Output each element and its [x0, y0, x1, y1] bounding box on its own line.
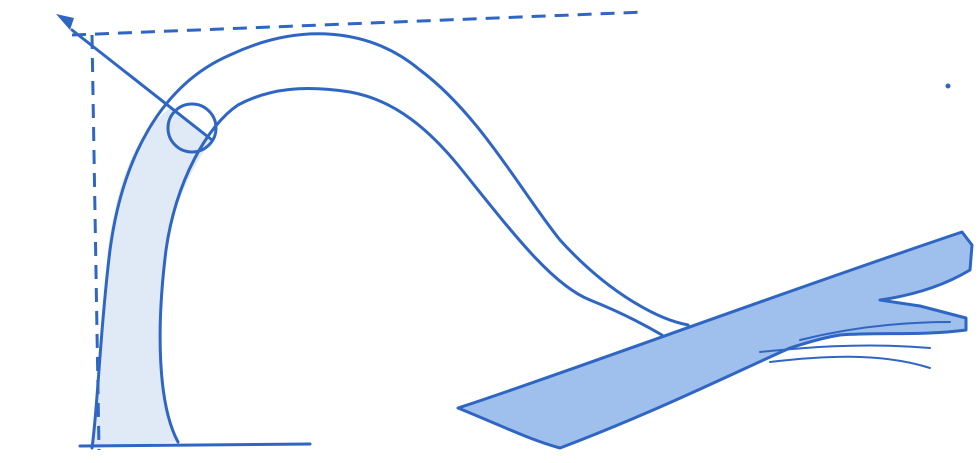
- branch-strand-1: [759, 344, 931, 353]
- ground-line: [78, 442, 312, 448]
- curved-stem-outer-edge: [90, 32, 690, 450]
- dashed-vertical-guide: [90, 34, 101, 451]
- branch-strand-2: [769, 355, 931, 369]
- bend-circle-marker: [166, 102, 218, 154]
- speck-dot: [945, 83, 951, 89]
- curved-stem-inner-edge: [158, 87, 664, 444]
- lower-branch: [456, 230, 974, 450]
- branch-strand-3: [799, 321, 951, 341]
- arrowhead-marker: [56, 14, 74, 30]
- diagonal-guide-line: [70, 28, 214, 142]
- dashed-horizontal-guide: [71, 10, 646, 37]
